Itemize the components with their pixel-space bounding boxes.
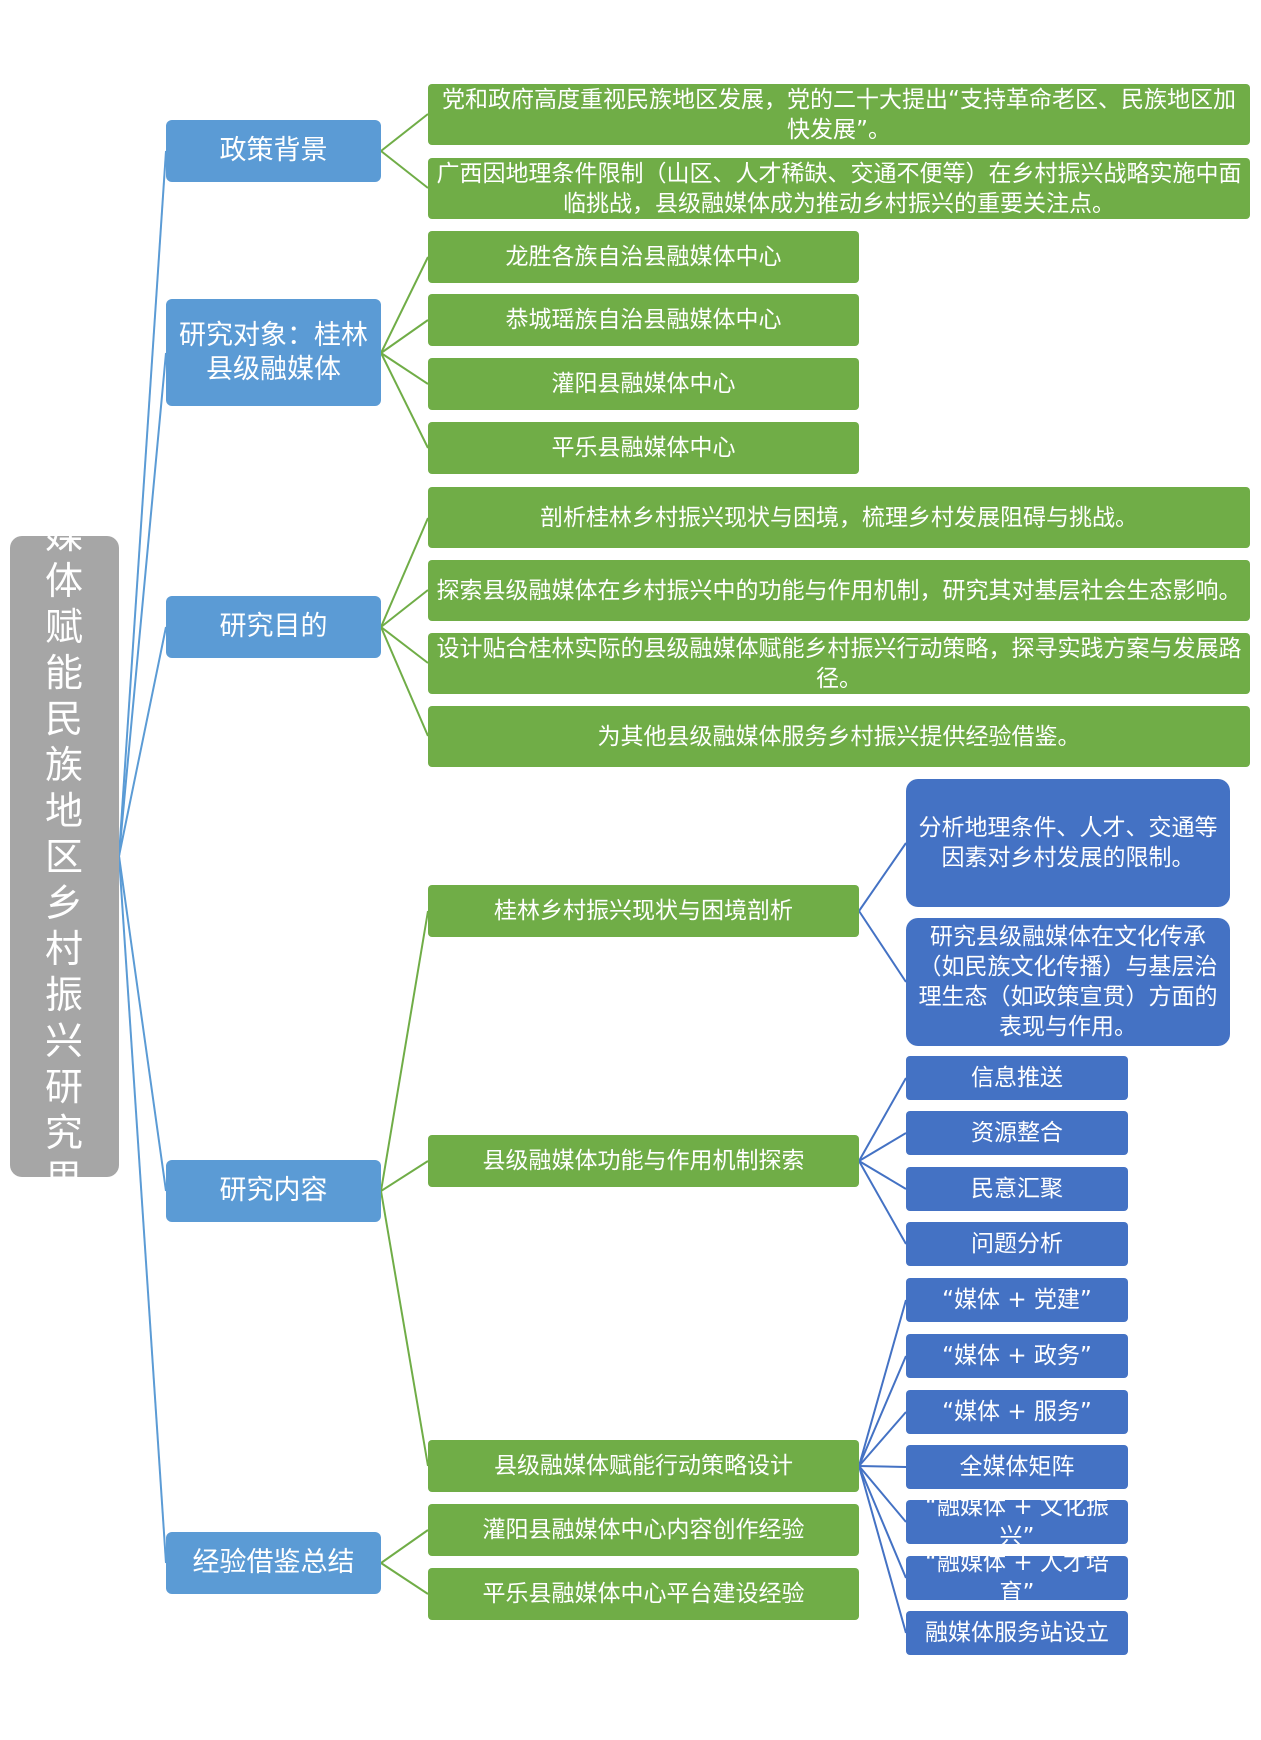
node-object-pingle: 平乐县融媒体中心 [428, 422, 859, 474]
branch-research-purpose: 研究目的 [166, 596, 381, 658]
leaf-mechanism-resource: 资源整合 [906, 1111, 1128, 1155]
leaf-strategy-party: “媒体 + 党建” [906, 1278, 1128, 1322]
node-content-strategy: 县级融媒体赋能行动策略设计 [428, 1440, 859, 1492]
node-purpose-1: 剖析桂林乡村振兴现状与困境，梳理乡村发展阻碍与挑战。 [428, 487, 1250, 548]
node-object-guanyang: 灌阳县融媒体中心 [428, 358, 859, 410]
leaf-status-culture-governance: 研究县级融媒体在文化传承（如民族文化传播）与基层治理生态（如政策宣贯）方面的表现… [906, 918, 1230, 1046]
node-experience-guanyang: 灌阳县融媒体中心内容创作经验 [428, 1504, 859, 1556]
leaf-strategy-service: “媒体 + 服务” [906, 1390, 1128, 1434]
branch-research-object: 研究对象：桂林县级融媒体 [166, 299, 381, 406]
node-experience-pingle: 平乐县融媒体中心平台建设经验 [428, 1568, 859, 1620]
node-object-longsheng: 龙胜各族自治县融媒体中心 [428, 231, 859, 283]
leaf-mechanism-info-push: 信息推送 [906, 1056, 1128, 1100]
node-policy-2: 广西因地理条件限制（山区、人才稀缺、交通不便等）在乡村振兴战略实施中面临挑战，县… [428, 158, 1250, 219]
node-policy-1: 党和政府高度重视民族地区发展，党的二十大提出“支持革命老区、民族地区加快发展”。 [428, 84, 1250, 145]
root-node: 县级融媒体赋能民族地区乡村振兴研究思维框架 [10, 375, 119, 1339]
node-content-mechanism: 县级融媒体功能与作用机制探索 [428, 1135, 859, 1187]
node-object-gongcheng: 恭城瑶族自治县融媒体中心 [428, 294, 859, 346]
leaf-strategy-station: 融媒体服务站设立 [906, 1611, 1128, 1655]
node-purpose-3: 设计贴合桂林实际的县级融媒体赋能乡村振兴行动策略，探寻实践方案与发展路径。 [428, 633, 1250, 694]
node-purpose-2: 探索县级融媒体在乡村振兴中的功能与作用机制，研究其对基层社会生态影响。 [428, 560, 1250, 621]
leaf-strategy-talent: “融媒体 + 人才培育” [906, 1550, 1128, 1606]
node-purpose-4: 为其他县级融媒体服务乡村振兴提供经验借鉴。 [428, 706, 1250, 767]
leaf-mechanism-analysis: 问题分析 [906, 1222, 1128, 1266]
leaf-strategy-matrix: 全媒体矩阵 [906, 1445, 1128, 1489]
leaf-strategy-culture: “融媒体 + 文化振兴” [906, 1494, 1128, 1550]
leaf-status-geography: 分析地理条件、人才、交通等因素对乡村发展的限制。 [906, 779, 1230, 907]
branch-research-content: 研究内容 [166, 1160, 381, 1222]
branch-experience-summary: 经验借鉴总结 [166, 1532, 381, 1594]
leaf-mechanism-opinion: 民意汇聚 [906, 1167, 1128, 1211]
node-content-status: 桂林乡村振兴现状与困境剖析 [428, 885, 859, 937]
leaf-strategy-government: “媒体 + 政务” [906, 1334, 1128, 1378]
branch-policy-background: 政策背景 [166, 120, 381, 182]
